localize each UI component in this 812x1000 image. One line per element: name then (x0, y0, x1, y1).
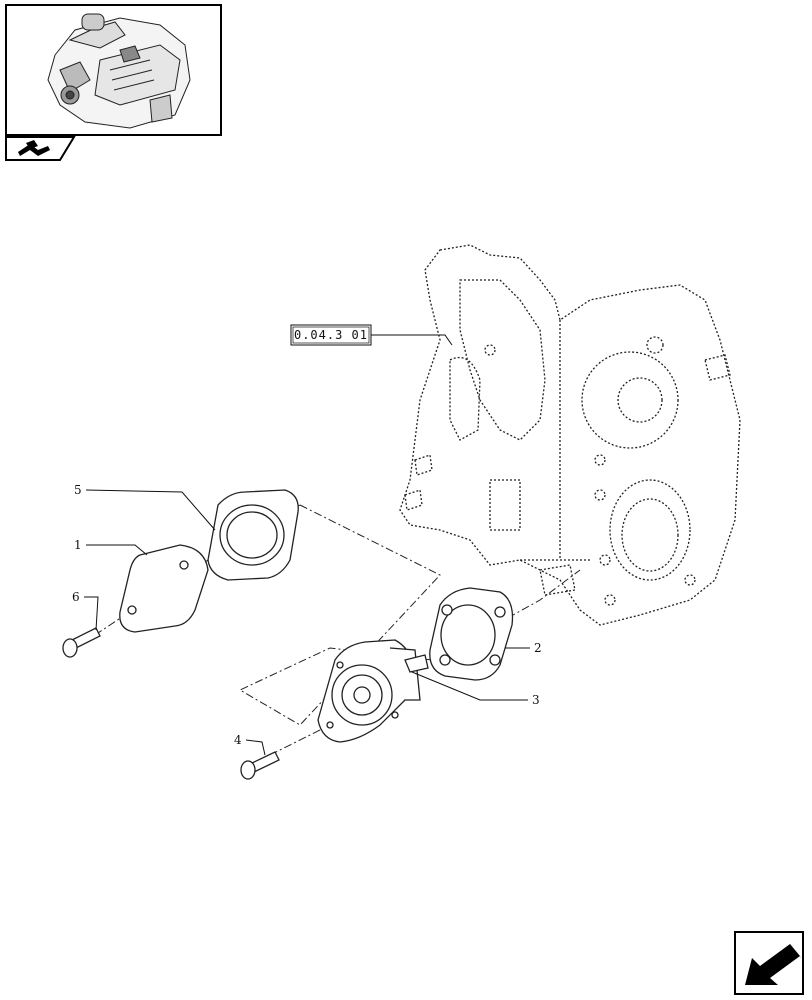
leader-lines (84, 489, 530, 756)
reference-box-inner (292, 326, 370, 344)
tab-shape (5, 136, 76, 161)
callout-6: 6 (72, 590, 80, 604)
bolt-part-4[interactable] (240, 751, 280, 780)
engine-thumbnail[interactable] (5, 4, 222, 136)
callout-2: 2 (534, 641, 542, 655)
reference-label: 0.04.3 01 (294, 328, 368, 342)
thumbnail-frame (5, 4, 222, 136)
callout-1: 1 (74, 538, 82, 552)
callout-5: 5 (74, 483, 82, 497)
callout-4: 4 (234, 733, 242, 747)
cover-plate-part-1[interactable] (119, 544, 209, 633)
navigation-button[interactable] (734, 931, 804, 995)
navigation-arrow-icon (745, 944, 803, 985)
reference-leader (371, 334, 453, 346)
section-tab[interactable] (5, 136, 76, 161)
gasket-part-5[interactable] (207, 489, 299, 581)
book-tab-icon (18, 140, 50, 156)
gasket-part-2[interactable] (429, 587, 514, 681)
bolt-part-6[interactable] (62, 627, 101, 658)
reference-box[interactable]: 0.04.3 01 (290, 324, 453, 346)
engine-thumbnail-icon (47, 13, 191, 129)
callout-3: 3 (532, 693, 540, 707)
timing-gear-housing (399, 244, 741, 626)
hydraulic-pump-part-3[interactable] (317, 639, 429, 743)
